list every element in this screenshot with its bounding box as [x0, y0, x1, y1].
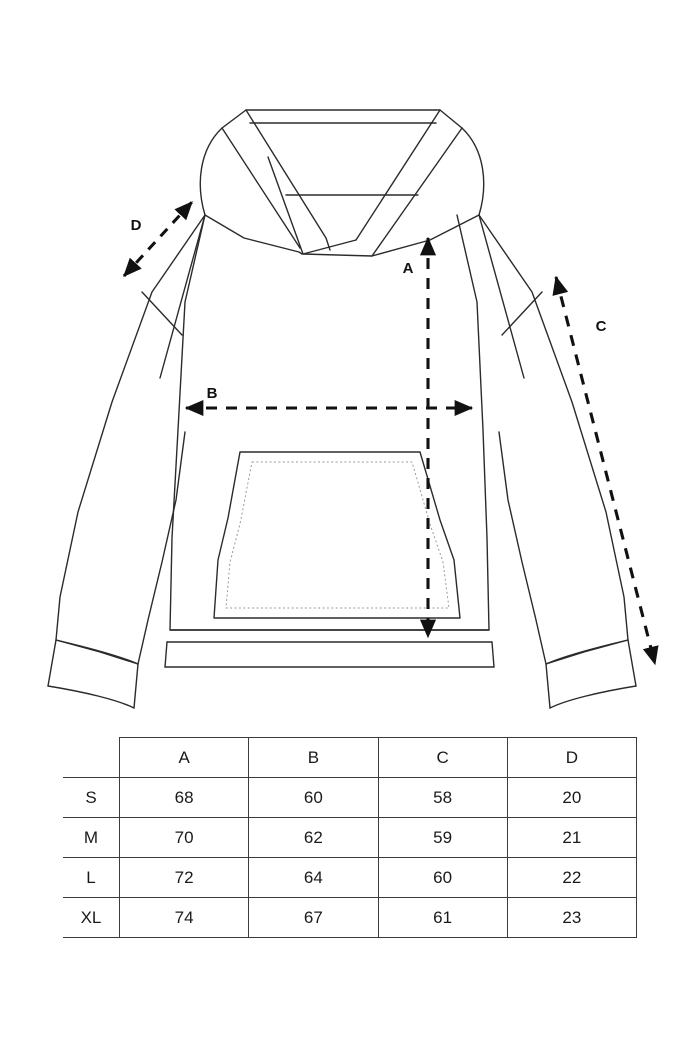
cell-xl-d: 23	[506, 897, 638, 938]
cell-s-b: 60	[248, 777, 379, 818]
right-cuff-edge-outer	[627, 639, 637, 687]
hood-outer	[199, 109, 485, 216]
measurement-label-b: B	[207, 385, 218, 402]
left-cuff-edge-inner	[133, 663, 139, 709]
hood-lining-right-inner	[355, 109, 441, 241]
left-sleeve-outline	[55, 214, 206, 665]
cell-l-d: 22	[506, 857, 638, 898]
cell-m-d: 21	[506, 817, 638, 858]
cell-m-a: 70	[118, 817, 250, 858]
right-raglan-seam	[478, 214, 525, 379]
column-header-b: B	[248, 737, 379, 778]
measurement-label-a: A	[403, 260, 414, 277]
hem-left-edge	[164, 641, 168, 668]
right-cuff-edge-inner	[545, 663, 551, 709]
left-shoulder-seam	[141, 291, 183, 336]
right-sleeve-outline	[478, 214, 629, 665]
hood-neck-right	[302, 214, 480, 257]
cell-m-c: 59	[377, 817, 508, 858]
cell-l-b: 64	[248, 857, 379, 898]
left-cuff-bottom-curve	[47, 685, 135, 709]
size-table-header-row: A B C D	[63, 737, 638, 778]
size-label-l: L	[63, 857, 120, 898]
column-header-d: D	[506, 737, 638, 778]
size-label-m: M	[63, 817, 120, 858]
right-shoulder-seam	[501, 291, 543, 336]
size-label-s: S	[63, 777, 120, 818]
cell-s-c: 58	[377, 777, 508, 818]
size-label-xl: XL	[63, 897, 120, 938]
column-header-c: C	[377, 737, 508, 778]
hood-crossover-left	[267, 156, 357, 255]
measurement-label-d: D	[131, 217, 142, 234]
size-table-head: A B C D	[63, 737, 638, 778]
table-row: XL 74 67 61 23	[63, 897, 638, 938]
left-raglan-seam	[159, 214, 206, 379]
measurement-arrow-d	[122, 200, 194, 278]
measurement-label-c: C	[596, 318, 607, 335]
cell-xl-b: 67	[248, 897, 379, 938]
cell-xl-c: 61	[377, 897, 508, 938]
table-row: M 70 62 59 21	[63, 817, 638, 858]
table-row: L 72 64 60 22	[63, 857, 638, 898]
pocket-outline	[213, 451, 461, 619]
hoodie-technical-drawing: A B C D	[47, 109, 659, 709]
hood-lining-right-outer	[371, 127, 463, 257]
column-header-a: A	[118, 737, 250, 778]
left-cuff-edge-outer	[47, 639, 57, 687]
size-table-body: S 68 60 58 20 M 70 62 59 21 L 72 64	[63, 777, 638, 938]
hem-right-edge	[491, 641, 495, 668]
right-cuff-bottom-curve	[549, 685, 637, 709]
hood-neck-left	[204, 214, 303, 255]
cell-m-b: 62	[248, 817, 379, 858]
cell-l-a: 72	[118, 857, 250, 898]
pocket-stitch-line	[225, 461, 450, 609]
cell-l-c: 60	[377, 857, 508, 898]
left-cuff-top	[55, 639, 139, 665]
cell-s-a: 68	[118, 777, 250, 818]
table-corner-cell	[63, 737, 120, 778]
hood-lining-left-outer	[221, 127, 301, 249]
cell-xl-a: 74	[118, 897, 250, 938]
size-chart-table: A B C D S 68 60 58 20 M 70 62	[63, 737, 638, 938]
measurement-arrow-c	[552, 275, 659, 666]
hood-lining-left-inner	[245, 109, 331, 251]
table-row: S 68 60 58 20	[63, 777, 638, 818]
cell-s-d: 20	[506, 777, 638, 818]
size-table-container: A B C D S 68 60 58 20 M 70 62	[63, 737, 638, 938]
